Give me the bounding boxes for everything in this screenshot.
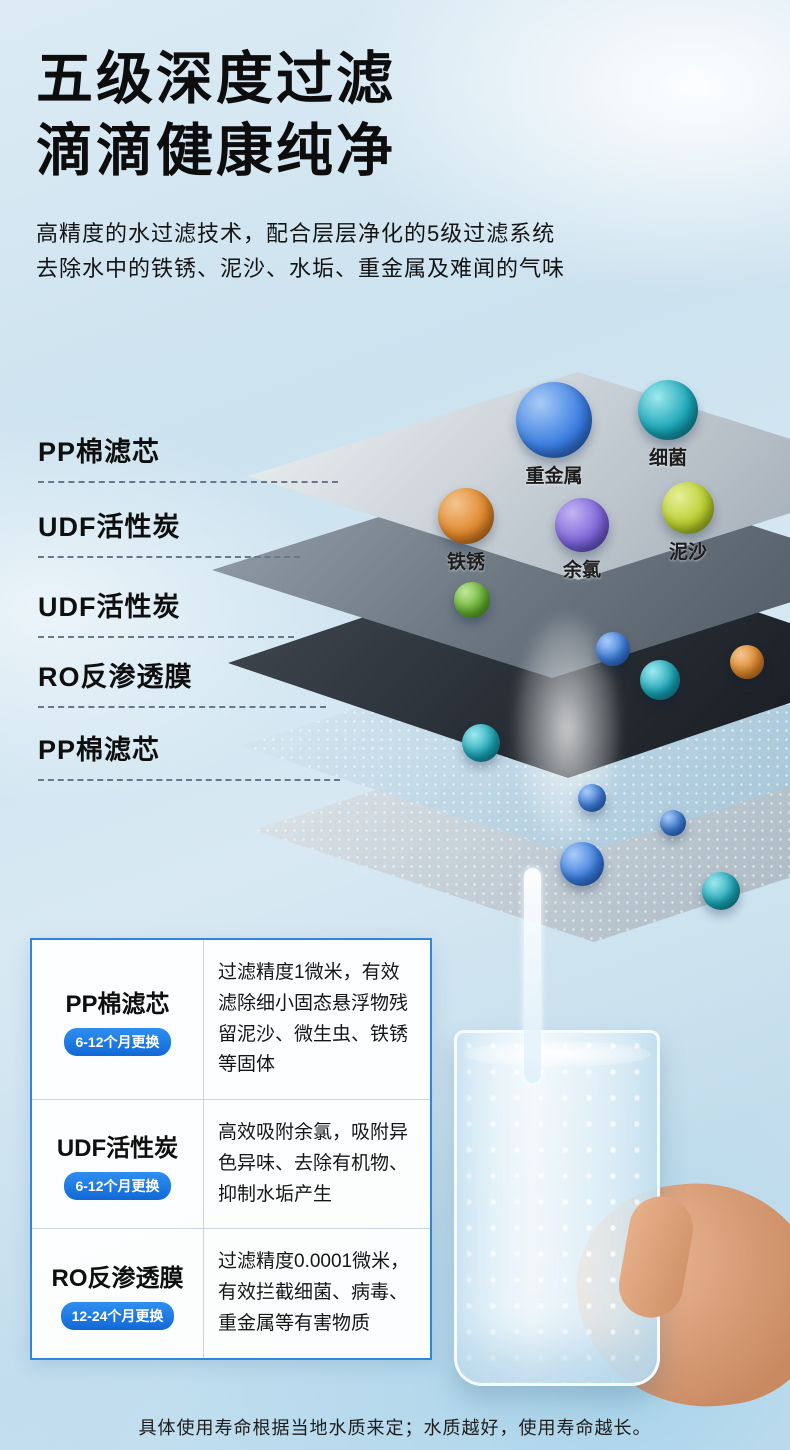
subtitle-line-1: 高精度的水过滤技术，配合层层净化的5级过滤系统 xyxy=(36,220,556,246)
chlorine-ball-icon xyxy=(555,498,609,552)
contaminant-heavy-metal: 重金属 xyxy=(506,382,602,488)
layer-label-pp-cotton-2: PP棉滤芯 xyxy=(38,728,341,781)
filter-description-text: 过滤精度1微米，有效滤除细小固态悬浮物残留泥沙、微生虫、铁锈等固体 xyxy=(218,962,409,1076)
contaminant-bacteria: 细菌 xyxy=(620,380,716,470)
deco-ball-green-icon xyxy=(454,582,490,618)
heavy-metal-label: 重金属 xyxy=(525,466,583,487)
heavy-metal-ball-icon xyxy=(516,382,592,458)
cell-name-ro-membrane: RO反渗透膜 12-24个月更换 xyxy=(32,1229,204,1358)
deco-ball-blue-2-icon xyxy=(578,784,606,812)
deco-ball-teal-2-icon xyxy=(462,724,500,762)
filter-name: PP棉滤芯 xyxy=(65,990,170,1018)
layer-label-pp-cotton-1: PP棉滤芯 xyxy=(38,430,339,483)
table-row-udf-carbon: UDF活性炭 6-12个月更换 高效吸附余氯，吸附异色异味、去除有机物、抑制水垢… xyxy=(32,1100,430,1230)
cell-name-pp-cotton: PP棉滤芯 6-12个月更换 xyxy=(32,940,204,1100)
subtitle-line-2: 去除水中的铁锈、泥沙、水垢、重金属及难闻的气味 xyxy=(36,255,566,281)
deco-ball-orange-icon xyxy=(730,645,764,679)
deco-ball-blue-4-icon xyxy=(560,842,604,886)
sediment-ball-icon xyxy=(662,482,714,534)
filter-description: 高效吸附余氯，吸附异色异味、去除有机物、抑制水垢产生 xyxy=(204,1100,430,1228)
bacteria-label: 细菌 xyxy=(648,448,687,469)
sediment-label: 泥沙 xyxy=(668,542,707,563)
filter-description-text: 过滤精度0.0001微米，有效拦截细菌、病毒、重金属等有害物质 xyxy=(218,1251,410,1334)
replace-interval-badge: 6-12个月更换 xyxy=(64,1027,171,1056)
water-glass-scene xyxy=(428,868,790,1424)
replace-interval-badge: 6-12个月更换 xyxy=(64,1172,171,1201)
layer-label-udf-carbon-2: UDF活性炭 xyxy=(38,585,294,638)
cell-name-udf-carbon: UDF活性炭 6-12个月更换 xyxy=(32,1100,204,1229)
filter-description: 过滤精度0.0001微米，有效拦截细菌、病毒、重金属等有害物质 xyxy=(204,1229,430,1357)
water-stream-image xyxy=(524,868,541,1083)
layer-label-udf-carbon-1: UDF活性炭 xyxy=(38,505,300,558)
title-line-2: 滴滴健康纯净 xyxy=(36,118,396,183)
layer-label-ro-membrane: RO反渗透膜 xyxy=(38,655,326,708)
hero-section: 五级深度过滤 滴滴健康纯净 高精度的水过滤技术，配合层层净化的5级过滤系统 去除… xyxy=(36,44,565,286)
bacteria-ball-icon xyxy=(638,380,698,440)
page-subtitle: 高精度的水过滤技术，配合层层净化的5级过滤系统 去除水中的铁锈、泥沙、水垢、重金… xyxy=(36,216,565,286)
replace-interval-badge: 12-24个月更换 xyxy=(60,1301,175,1330)
filter-description-text: 高效吸附余氯，吸附异色异味、去除有机物、抑制水垢产生 xyxy=(218,1122,409,1205)
filter-description: 过滤精度1微米，有效滤除细小固态悬浮物残留泥沙、微生虫、铁锈等固体 xyxy=(204,940,430,1099)
contaminant-rust: 铁锈 xyxy=(418,488,514,574)
deco-ball-blue-3-icon xyxy=(660,810,686,836)
page-title: 五级深度过滤 滴滴健康纯净 xyxy=(36,44,565,188)
title-line-1: 五级深度过滤 xyxy=(36,47,396,111)
filter-spec-table: PP棉滤芯 6-12个月更换 过滤精度1微米，有效滤除细小固态悬浮物残留泥沙、微… xyxy=(30,938,432,1360)
contaminant-chlorine: 余氯 xyxy=(534,498,630,582)
filter-name: UDF活性炭 xyxy=(56,1135,179,1163)
rust-label: 铁锈 xyxy=(446,552,485,573)
water-glass-image xyxy=(454,1030,660,1386)
table-row-ro-membrane: RO反渗透膜 12-24个月更换 过滤精度0.0001微米，有效拦截细菌、病毒、… xyxy=(32,1229,430,1358)
contaminant-sediment: 泥沙 xyxy=(640,482,736,564)
deco-ball-teal-1-icon xyxy=(640,660,680,700)
rust-ball-icon xyxy=(438,488,494,544)
table-row-pp-cotton: PP棉滤芯 6-12个月更换 过滤精度1微米，有效滤除细小固态悬浮物残留泥沙、微… xyxy=(32,940,430,1101)
deco-ball-teal-3-icon xyxy=(702,872,740,910)
filter-name: RO反渗透膜 xyxy=(51,1264,184,1292)
footer-note: 具体使用寿命根据当地水质来定；水质越好，使用寿命越长。 xyxy=(138,1418,652,1438)
chlorine-label: 余氯 xyxy=(562,560,601,581)
deco-ball-blue-1-icon xyxy=(596,632,630,666)
